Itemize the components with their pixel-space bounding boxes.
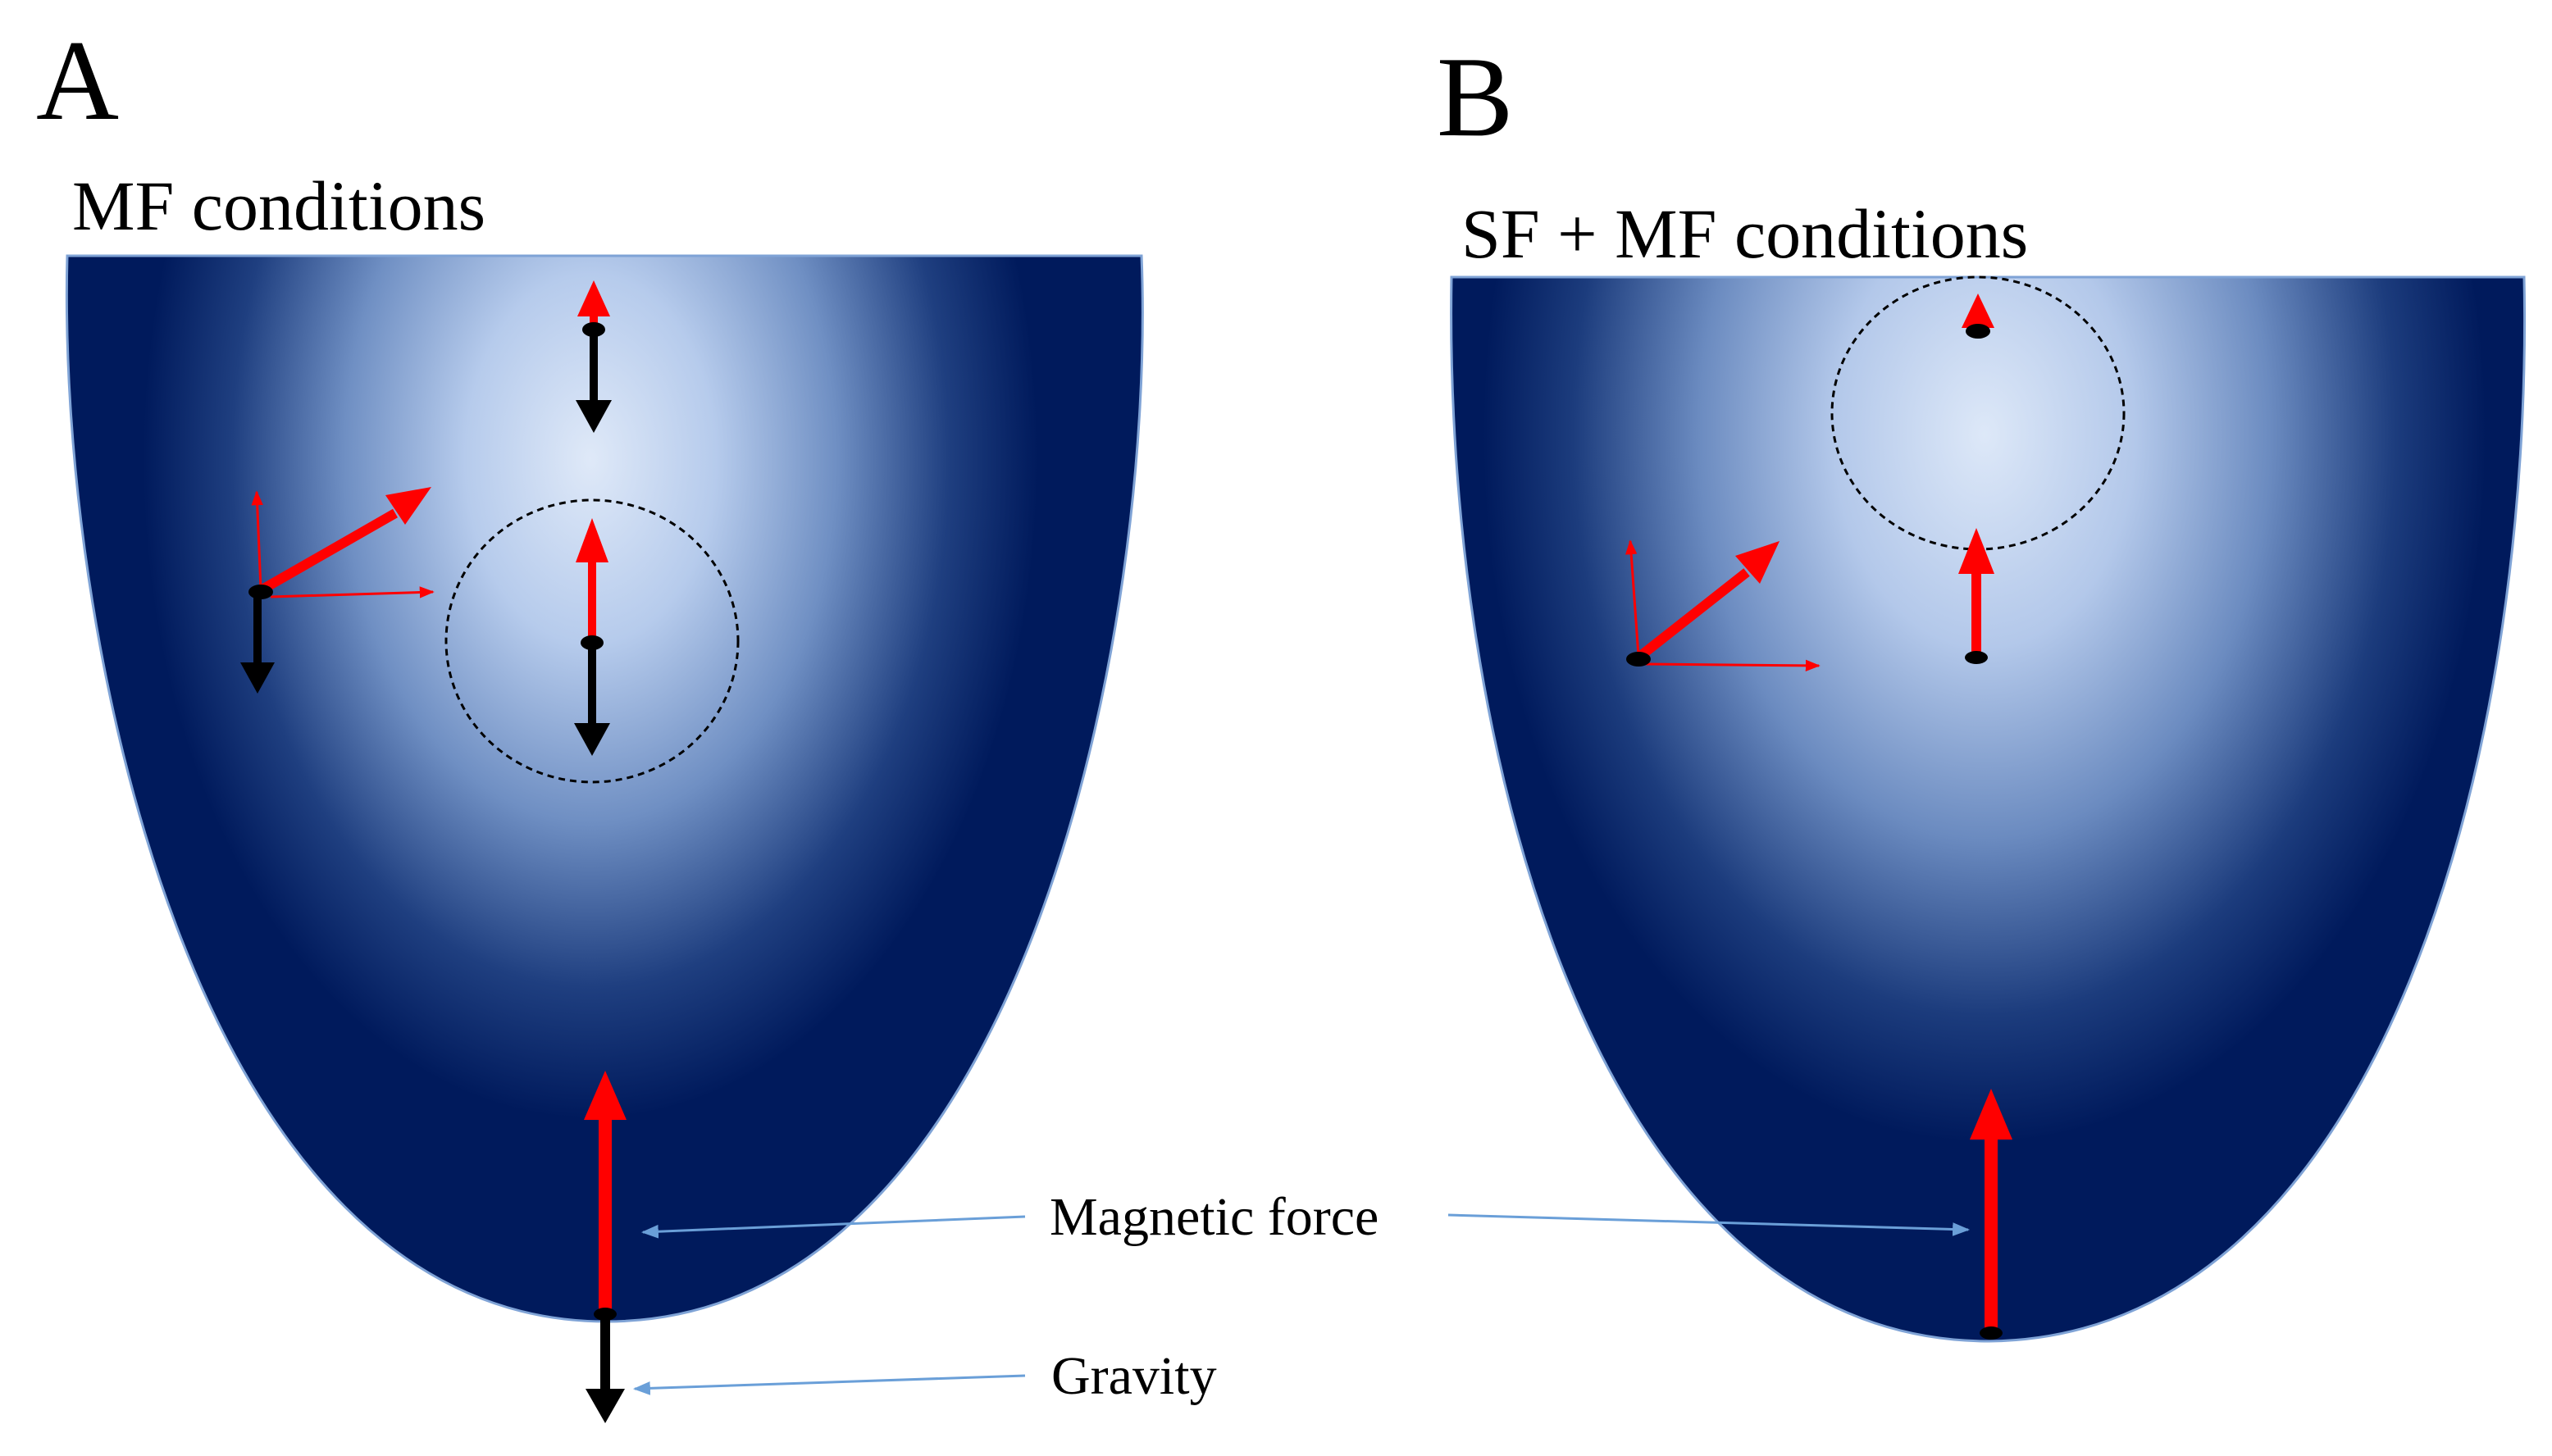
- resultant-force-arrow: [258, 508, 398, 595]
- particle-dot: [1965, 651, 1988, 664]
- magnetic-force-label: Magnetic force: [1050, 1187, 1379, 1247]
- particle-a-bottom: [584, 1071, 627, 1423]
- gravity-arrowhead: [576, 400, 612, 433]
- gravity-arrowhead: [240, 662, 275, 694]
- force-component-vertical: [1625, 539, 1640, 657]
- panel-b: B SF + MF conditions: [1437, 34, 2527, 1343]
- panel-b-title: SF + MF conditions: [1461, 194, 2028, 273]
- gravity-label: Gravity: [1051, 1346, 1217, 1406]
- magnetic-force-arrowhead: [584, 1071, 627, 1120]
- particle-dot: [1980, 1326, 2003, 1340]
- magnetic-force-arrowhead: [1970, 1089, 2012, 1140]
- vessel-b: [1450, 275, 2527, 1343]
- magnetic-force-arrowhead: [576, 518, 608, 562]
- particle-dot: [248, 585, 273, 599]
- resultant-force-arrowhead: [385, 487, 431, 525]
- gravity-arrowhead: [586, 1389, 625, 1423]
- particle-a-top: [576, 280, 612, 433]
- particle-a-circled: [444, 498, 740, 784]
- particle-dot: [1966, 324, 1990, 339]
- force-component-vertical: [251, 490, 263, 589]
- magnetic-force-arrowhead: [577, 280, 610, 316]
- magnetic-force-pointer-left: [640, 1215, 1026, 1239]
- particle-dot: [1626, 652, 1651, 667]
- magnetic-force-arrowhead: [1958, 528, 1994, 574]
- magnetic-force-pointer-right: [1447, 1213, 1971, 1236]
- particle-b-bottom: [1970, 1089, 2012, 1340]
- gravity-pointer: [632, 1374, 1026, 1395]
- particle-b-middle: [1958, 528, 1994, 664]
- force-component-horizontal: [1644, 659, 1821, 672]
- particle-a-left: [240, 487, 435, 694]
- particle-dot: [582, 322, 605, 337]
- particle-dot: [581, 635, 604, 650]
- panel-a-title: MF conditions: [72, 166, 485, 245]
- dashed-circle: [444, 498, 740, 784]
- panel-a: A MF conditions: [36, 17, 1144, 1423]
- resultant-force-arrowhead: [1735, 541, 1780, 584]
- particle-b-left: [1625, 539, 1821, 672]
- panel-b-letter: B: [1437, 34, 1513, 161]
- gravity-arrowhead: [574, 723, 610, 756]
- force-component-horizontal: [270, 586, 435, 598]
- particle-dot: [594, 1308, 617, 1321]
- resultant-force-arrow: [1635, 568, 1750, 662]
- annotations: Magnetic force Gravity: [632, 1187, 1971, 1406]
- magnetic-force-arrowhead: [1962, 293, 1994, 328]
- panel-a-letter: A: [36, 17, 119, 144]
